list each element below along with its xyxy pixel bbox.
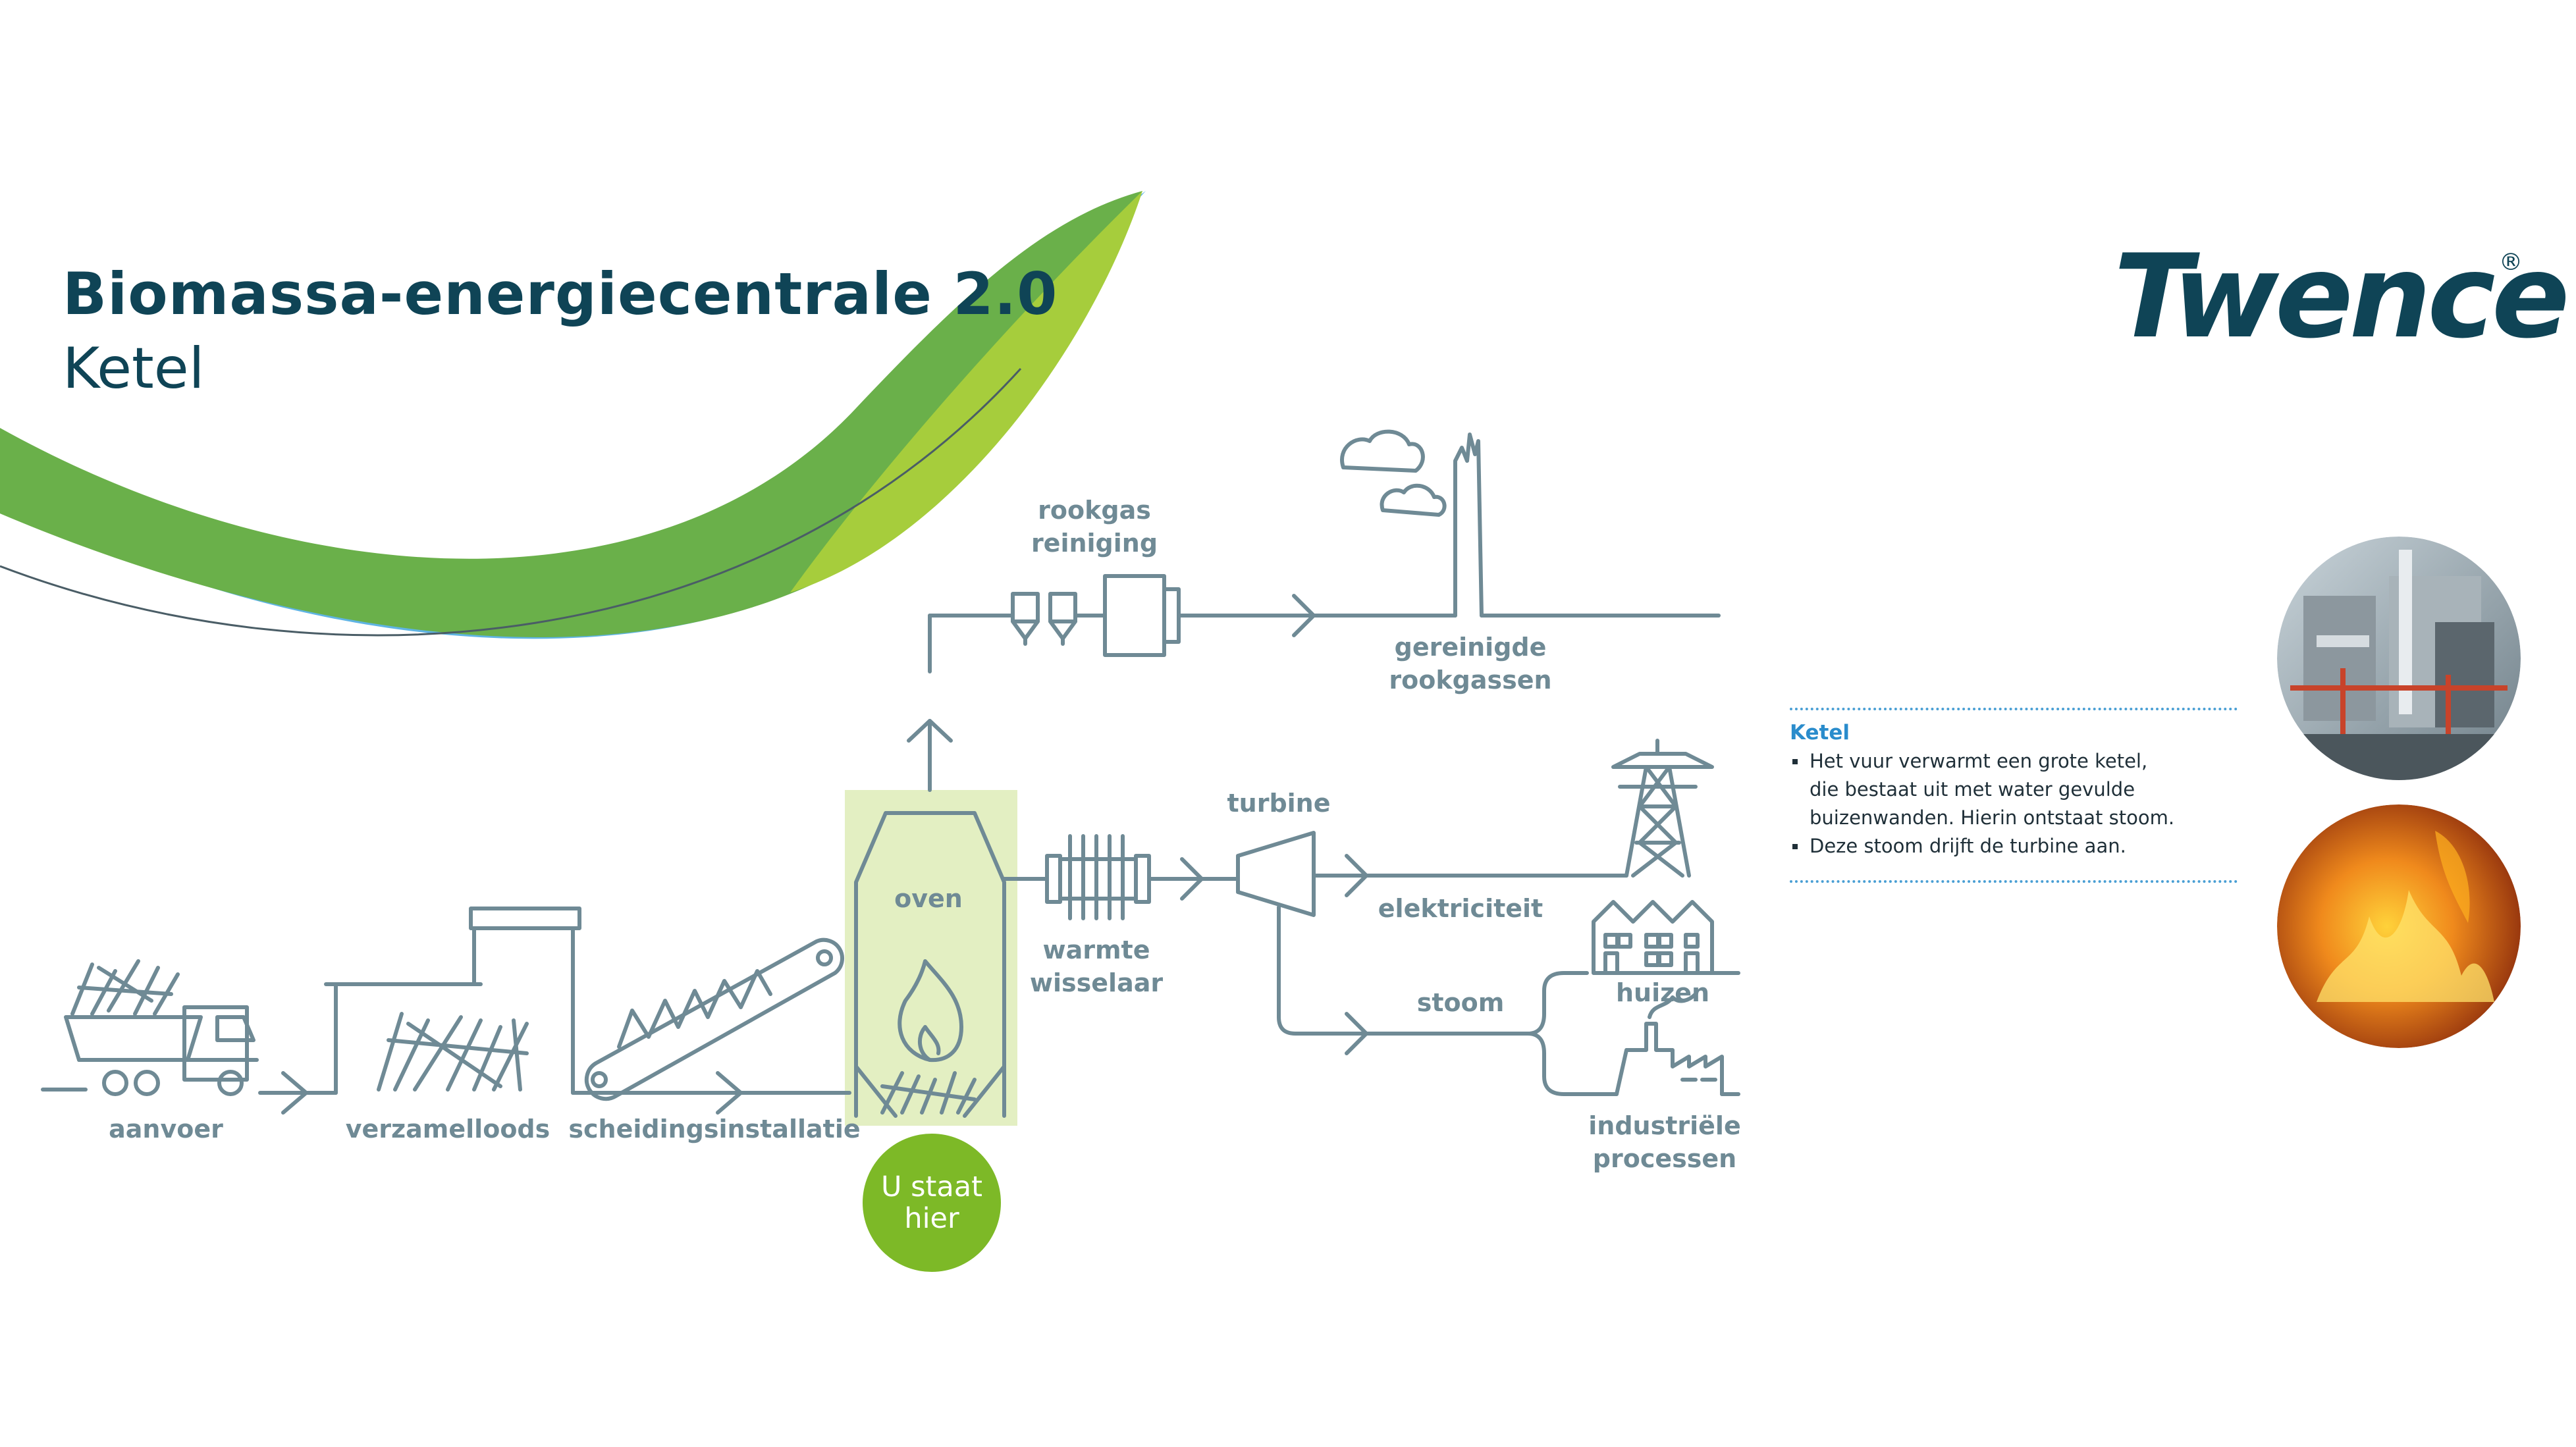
label-turbine: turbine bbox=[1227, 789, 1331, 818]
label-rookgas-reiniging: rookgas reiniging bbox=[1031, 494, 1158, 560]
registered-mark: ® bbox=[2499, 249, 2523, 276]
info-divider-bottom bbox=[1790, 880, 2238, 883]
label-verzamelloods: verzamelloods bbox=[345, 1115, 550, 1144]
info-divider-top bbox=[1790, 708, 2238, 710]
turbine-icon bbox=[1236, 831, 1316, 917]
label-industriele-processen: industriële processen bbox=[1588, 1109, 1740, 1175]
fire-photo bbox=[2277, 804, 2521, 1048]
label-warmte-line1: warmte bbox=[1042, 935, 1150, 964]
info-bullet: Het vuur verwarmt een grote ketel, die b… bbox=[1790, 747, 2174, 832]
decorative-swoosh bbox=[0, 191, 1146, 639]
heat-exchanger-icon bbox=[1045, 834, 1151, 920]
label-stoom: stoom bbox=[1416, 988, 1505, 1017]
chimney-icon bbox=[1340, 429, 1484, 618]
page-subtitle: Ketel bbox=[63, 336, 205, 402]
pylon-icon bbox=[1611, 739, 1714, 878]
label-gereinigde-line1: gereinigde bbox=[1394, 633, 1547, 662]
label-warmte-line2: wisselaar bbox=[1029, 968, 1164, 997]
you-are-here-badge: U staat hier bbox=[863, 1134, 1001, 1272]
factory-icon bbox=[1615, 992, 1740, 1096]
badge-line1: U staat bbox=[881, 1171, 982, 1203]
label-gereinigde-rookgassen: gereinigde rookgassen bbox=[1389, 631, 1551, 697]
oven-highlight bbox=[845, 790, 1017, 1126]
twence-logo: Twence bbox=[2114, 230, 2570, 364]
info-heading: Ketel bbox=[1790, 721, 1850, 745]
label-oven: oven bbox=[894, 884, 963, 913]
label-huizen: huizen bbox=[1615, 978, 1710, 1007]
label-aanvoer: aanvoer bbox=[109, 1115, 223, 1144]
label-scheidingsinstallatie: scheidingsinstallatie bbox=[568, 1115, 861, 1144]
label-rookgas-line1: rookgas bbox=[1038, 496, 1151, 525]
warehouse-icon bbox=[324, 907, 581, 1095]
info-bullets: Het vuur verwarmt een grote ketel, die b… bbox=[1790, 747, 2174, 860]
info-bullet-1-line3: buizenwanden. Hierin ontstaat stoom. bbox=[1810, 806, 2175, 829]
badge-line2: hier bbox=[904, 1202, 959, 1235]
boiler-hall-photo bbox=[2277, 537, 2521, 780]
truck-icon bbox=[41, 959, 259, 1096]
label-warmte-wisselaar: warmte wisselaar bbox=[1030, 934, 1163, 999]
info-bullet-1-line2: die bestaat uit met water gevulde bbox=[1810, 778, 2135, 801]
label-industriele-line1: industriële bbox=[1588, 1111, 1741, 1140]
info-bullet: Deze stoom drijft de turbine aan. bbox=[1790, 832, 2174, 860]
label-rookgas-line2: reiniging bbox=[1031, 529, 1158, 558]
info-bullet-1-line1: Het vuur verwarmt een grote ketel, bbox=[1810, 750, 2148, 772]
label-industriele-line2: processen bbox=[1592, 1144, 1737, 1173]
info-bullet-2-line1: Deze stoom drijft de turbine aan. bbox=[1810, 835, 2126, 857]
label-gereinigde-line2: rookgassen bbox=[1389, 666, 1552, 695]
oven-icon bbox=[854, 811, 1006, 1118]
conveyor-icon bbox=[584, 937, 844, 1101]
page-title: Biomassa-energiecentrale 2.0 bbox=[63, 260, 1058, 328]
info-panel: Ketel Het vuur verwarmt een grote ketel,… bbox=[1790, 708, 2238, 885]
label-elektriciteit: elektriciteit bbox=[1378, 894, 1543, 923]
houses-icon bbox=[1592, 900, 1740, 975]
